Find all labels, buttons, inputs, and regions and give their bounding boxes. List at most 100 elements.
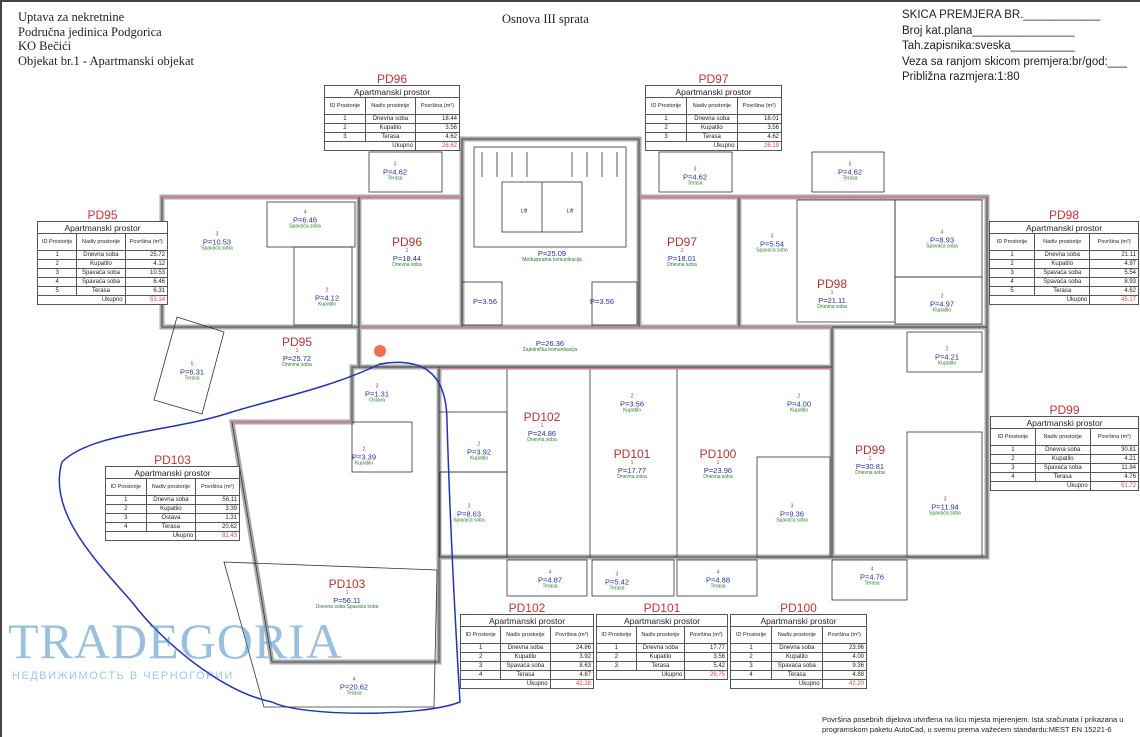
- room-number: 5: [190, 361, 194, 368]
- total-label: Ukupno: [104, 531, 197, 541]
- total-label: Ukupno: [460, 679, 551, 689]
- room-area-label: P=10.53: [202, 236, 232, 246]
- room-name: Kupatilo: [76, 259, 126, 269]
- room-name: Dnevna soba: [635, 643, 686, 653]
- room-type: Ostava: [369, 397, 385, 404]
- col-header-area: Površina (m²): [1089, 428, 1140, 446]
- room-type: Spavaća soba: [453, 517, 485, 524]
- table-title: PD103: [154, 453, 191, 467]
- room-number: 2: [362, 446, 366, 453]
- room-label: P=3.56: [590, 296, 614, 306]
- room-number: 2: [630, 393, 634, 400]
- cadastral-municipality: KO Bečići: [18, 39, 72, 53]
- room-area-label: P=26.36: [535, 339, 565, 349]
- header-left: Uptava za nekretnine Područna jedinica P…: [18, 10, 194, 68]
- room-area: 4.12: [124, 259, 169, 269]
- table-title: PD96: [376, 72, 408, 86]
- room-number: 3: [215, 231, 219, 238]
- room-area-label: P=21.11: [818, 295, 846, 305]
- room-area: 5.54: [1089, 268, 1139, 278]
- apartment-label: PD99: [854, 442, 886, 457]
- room-type: Terasa: [346, 690, 362, 697]
- room-area: 4.88: [821, 670, 868, 680]
- col-header-name: Nadiv prostorije: [686, 97, 738, 115]
- room-number: 4: [548, 569, 552, 576]
- room-number: 1: [540, 422, 544, 429]
- room-type: Spavaća soba: [201, 245, 233, 252]
- room-area-label: P=4.21: [935, 351, 959, 361]
- col-header-name: Nadiv prostorije: [76, 233, 126, 251]
- room-id: 3: [596, 661, 637, 671]
- room-id: 3: [990, 463, 1036, 473]
- room-number: 4: [716, 569, 720, 576]
- room-number: 1: [345, 589, 349, 596]
- room-area-label: P=1.31: [365, 388, 389, 398]
- room-id: 4: [988, 277, 1036, 287]
- col-header-id: ID Prostorije: [459, 626, 502, 644]
- room-name: Terasa: [500, 670, 551, 680]
- room-area-label: P=4.62: [683, 171, 707, 181]
- room-area: 3.56: [414, 123, 461, 133]
- room-id: 2: [988, 259, 1036, 269]
- table-subtitle: Apartmanski prostor: [730, 614, 867, 627]
- room-area-label: P=24.86: [527, 428, 557, 438]
- table-title: PD100: [780, 601, 817, 615]
- room-id: 1: [988, 250, 1036, 260]
- room-name: Spavaća soba: [1034, 268, 1091, 278]
- room-name: Ostava: [145, 513, 197, 523]
- room-area: 3.39: [195, 504, 240, 514]
- col-header-area: Površina (m²): [414, 97, 461, 115]
- room-name: Spavaća soba: [76, 268, 126, 278]
- col-header-id: ID Prostorije: [105, 478, 147, 496]
- room-area: 56.11: [195, 495, 240, 505]
- col-header-area: Površina (m²): [1089, 233, 1139, 251]
- apartment-label: PD102: [523, 409, 561, 424]
- room-name: Spavaća soba: [500, 661, 551, 671]
- room-area-label: P=3.56: [590, 296, 614, 306]
- table-subtitle: Apartmanski prostor: [37, 221, 168, 234]
- total-label: Ukupno: [324, 141, 416, 151]
- room-number: 5: [848, 161, 852, 168]
- room-id: 3: [644, 132, 688, 142]
- col-header-id: ID Prostorije: [36, 233, 78, 251]
- room-number: 3: [943, 496, 947, 503]
- room-area: 23.96: [821, 643, 868, 653]
- room-number: 2: [940, 293, 944, 300]
- room-type: Terasa: [387, 175, 403, 182]
- room-name: Spavaća soba: [1034, 463, 1091, 473]
- room-number: 2: [477, 441, 481, 448]
- col-header-name: Nadiv prostorije: [1034, 233, 1091, 251]
- room-area-label: P=5.54: [760, 238, 784, 248]
- room-type: Dnevna soba: [392, 261, 422, 268]
- room-area: 30.81: [1089, 445, 1140, 455]
- table-subtitle: Apartmanski prostor: [596, 614, 728, 627]
- col-header-area: Površina (m²): [195, 478, 240, 496]
- room-name: Spavaća soba: [76, 277, 126, 287]
- room-area-label: P=3.92: [467, 446, 491, 456]
- total-area: 26.75: [684, 670, 728, 680]
- room-area-label: P=4.62: [838, 166, 862, 176]
- room-id: 2: [596, 652, 637, 662]
- room-number: 2: [945, 346, 949, 353]
- room-number: 1: [716, 459, 720, 466]
- room-area-label: P=18.44: [392, 253, 422, 263]
- room-name: Kupatilo: [686, 123, 738, 133]
- room-name: Spavaća soba: [771, 661, 823, 671]
- room-name: Terasa: [686, 132, 738, 142]
